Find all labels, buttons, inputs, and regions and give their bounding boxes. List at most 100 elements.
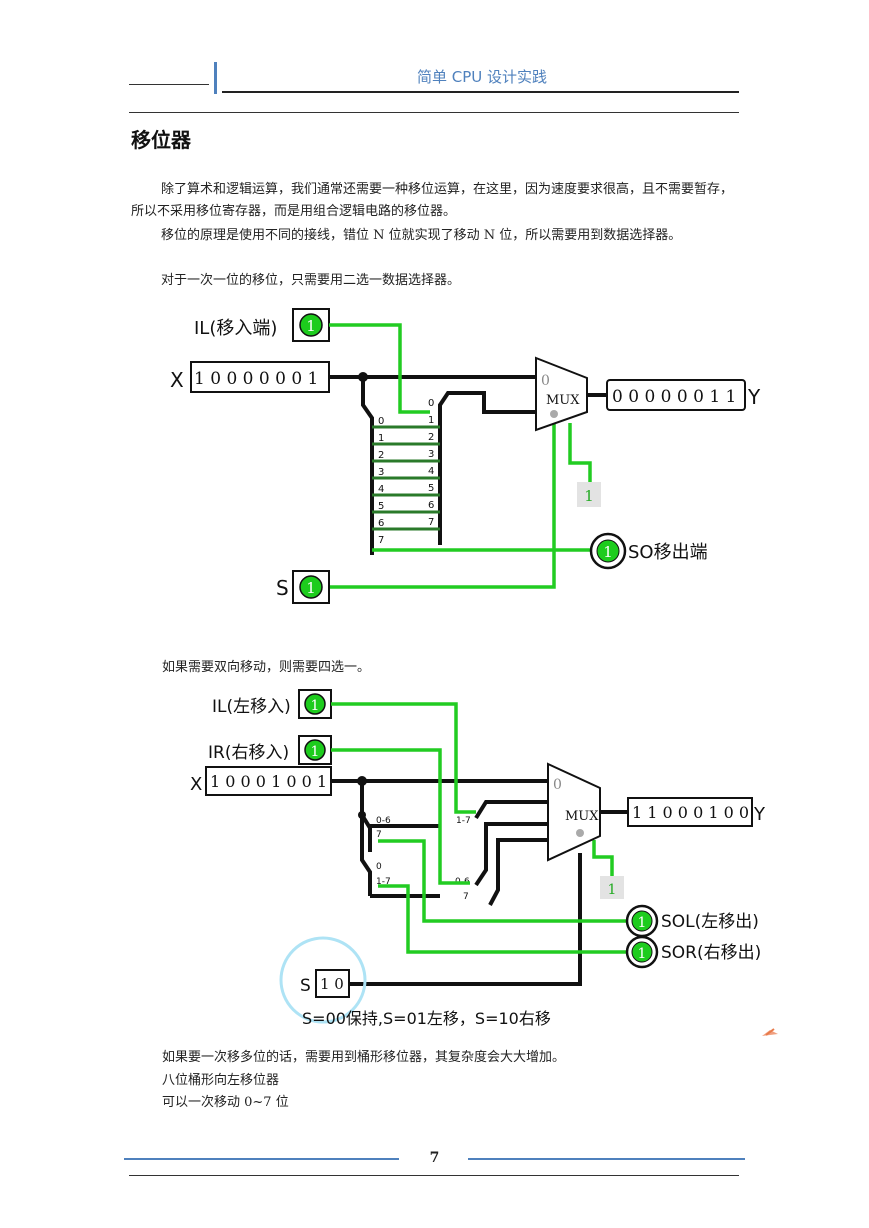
d1-x-value: 1 0 0 0 0 0 0 1	[194, 369, 318, 389]
d1-bit-right-6: 6	[428, 500, 434, 511]
d2-green-wires	[331, 702, 628, 954]
d1-bit-right-3: 3	[428, 449, 434, 460]
d1-y-label: Y	[747, 385, 761, 409]
header-left-rule	[129, 84, 209, 85]
d2-mux	[547, 762, 601, 862]
d1-bit-left-1: 1	[378, 433, 384, 444]
d2-sol-value: 1	[638, 915, 647, 931]
d1-mux	[535, 356, 588, 432]
d2-split-a-bot: 7	[376, 830, 382, 840]
d2-x-label: X	[190, 774, 202, 795]
d1-il-value: 1	[306, 317, 316, 335]
paragraph-1: 除了算术和逻辑运算，我们通常还需要一种移位运算，在这里，因为速度要求很高，且不需…	[131, 182, 734, 219]
paragraph-3: 对于一次一位的移位，只需要用二选一数据选择器。	[161, 273, 461, 288]
d1-bit-right-1: 1	[428, 415, 434, 426]
d1-x-label: X	[170, 368, 184, 392]
d1-bit-right-5: 5	[428, 483, 434, 494]
tail-line-3: 可以一次移动 0~7 位	[162, 1095, 289, 1110]
paragraph-2: 移位的原理是使用不同的接线，错位 N 位就实现了移动 N 位，所以需要用到数据选…	[161, 228, 682, 243]
d1-so-value: 1	[603, 543, 613, 561]
d1-y-value: 0 0 0 0 0 0 1 1	[612, 387, 736, 407]
d2-sor-value: 1	[638, 946, 647, 962]
d1-il-label: IL(移入端)	[194, 318, 277, 339]
d2-mux-in0: 0	[553, 777, 562, 793]
shifter-diagram-2: IL(左移入) 1 IR(右移入) 1 X 1 0 0 0 1 0 0 1 0-…	[190, 689, 766, 1028]
d2-mux-select-dot	[576, 829, 584, 837]
page-header: 简单 CPU 设计实践	[0, 0, 869, 120]
d2-split-c-top: 0	[376, 862, 382, 872]
footer-right-rule	[468, 1158, 745, 1160]
d2-split-c-bot: 1-7	[376, 877, 391, 887]
d1-junction	[358, 372, 368, 382]
d2-x-value: 1 0 0 0 1 0 0 1	[210, 772, 327, 791]
d1-const-box	[577, 482, 601, 507]
d1-y-box	[606, 379, 746, 411]
tail-line-2: 八位桶形向左移位器	[162, 1073, 280, 1088]
d2-caption: S=00保持,S=01左移，S=10右移	[302, 1009, 551, 1028]
d1-il-led	[299, 313, 323, 337]
d1-mux-select-dot	[550, 410, 558, 418]
d2-ir-led	[304, 739, 326, 761]
d1-s-label: S	[276, 576, 289, 600]
d2-s-highlight	[279, 936, 367, 1024]
d2-il-label: IL(左移入)	[212, 697, 291, 717]
header-accent-bar	[214, 62, 217, 94]
d1-bit-labels-right: 0 1 2 3 4 5 6 7	[428, 398, 434, 528]
d2-s-label: S	[300, 976, 311, 996]
d1-const-value: 1	[584, 487, 594, 505]
d2-y-box	[627, 797, 753, 827]
d2-s-box[interactable]	[315, 969, 350, 998]
d2-ir-value: 1	[311, 744, 320, 760]
d1-bit-left-6: 6	[378, 518, 384, 529]
paragraph-4: 如果需要双向移动，则需要四选一。	[162, 660, 371, 675]
d2-sor-led	[631, 941, 653, 963]
d2-junction-2	[358, 811, 366, 819]
d1-bit-left-2: 2	[378, 450, 384, 461]
d1-bus-rows	[372, 425, 440, 531]
d2-y-label: Y	[753, 804, 766, 825]
d1-bit-right-0: 0	[428, 398, 434, 409]
section-title: 移位器	[131, 128, 191, 152]
tail-line-1: 如果要一次移多位的话，需要用到桶形移位器，其复杂度会大大增加。	[162, 1050, 566, 1065]
d1-mux-label: MUX	[546, 393, 580, 408]
d2-sol-led	[631, 910, 653, 932]
d2-y-value: 1 1 0 0 0 1 0 0	[632, 803, 749, 822]
d1-s-value: 1	[306, 579, 316, 597]
d1-so-label: SO移出端	[628, 542, 708, 563]
d2-junction	[357, 776, 367, 786]
d2-sor-label: SOR(右移出)	[661, 943, 761, 963]
d2-split-b-top: 1-7	[456, 816, 471, 826]
d2-mux-label: MUX	[565, 809, 599, 824]
d2-il-value: 1	[311, 698, 320, 714]
footer-left-rule	[124, 1158, 399, 1160]
d2-split-a-top: 0-6	[376, 816, 391, 826]
d1-s-led	[299, 575, 323, 599]
header-title: 简单 CPU 设计实践	[416, 68, 548, 86]
d1-bit-right-2: 2	[428, 432, 434, 443]
d1-bit-right-7: 7	[428, 517, 434, 528]
d1-bit-left-7: 7	[378, 535, 384, 546]
page-number: 7	[429, 1150, 440, 1166]
d2-const-box	[600, 876, 624, 899]
d2-ir-label: IR(右移入)	[208, 743, 289, 763]
d1-green-wires	[329, 323, 597, 589]
footer-bottom-rule	[129, 1175, 739, 1176]
header-right-rule	[222, 91, 739, 93]
d1-bit-left-5: 5	[378, 501, 384, 512]
d2-split-d-bot: 7	[463, 892, 469, 902]
d2-s-value: 1 0	[320, 975, 344, 993]
edit-mark-icon	[762, 1028, 778, 1036]
d2-const-value: 1	[608, 882, 617, 898]
shifter-diagram-1: IL(移入端) 1 X 1 0 0 0 0 0 0 1 0 1 2 3 4 5 …	[170, 308, 761, 604]
d1-bit-left-0: 0	[378, 416, 384, 427]
d1-bit-right-4: 4	[428, 466, 434, 477]
d1-x-box[interactable]	[190, 361, 330, 393]
d1-mux-in0: 0	[541, 373, 550, 389]
d2-il-led	[304, 693, 326, 715]
d1-bit-labels-left: 0 1 2 3 4 5 6 7	[378, 416, 384, 546]
d1-bit-left-3: 3	[378, 467, 384, 478]
d1-so-led	[596, 539, 620, 563]
d1-bit-left-4: 4	[378, 484, 384, 495]
d2-sol-label: SOL(左移出)	[661, 912, 759, 932]
d2-x-box[interactable]	[205, 766, 332, 796]
